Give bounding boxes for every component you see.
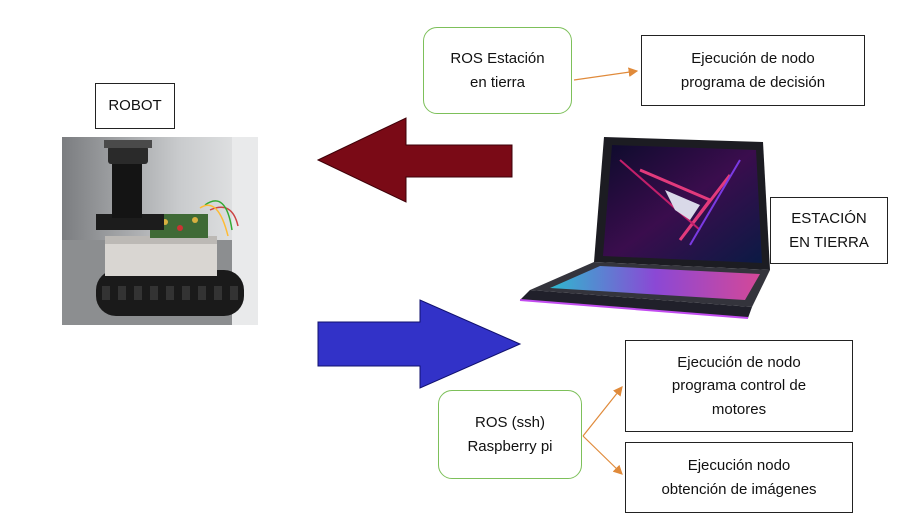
robot-photo xyxy=(62,137,258,325)
image-node-label: Ejecución nodo obtención de imágenes xyxy=(661,457,817,498)
connector-motors xyxy=(582,386,623,437)
ros-ssh-box: ROS (ssh) Raspberry pi xyxy=(438,390,582,479)
robot-label: ROBOT xyxy=(108,97,162,115)
ros-ground-station-label: ROS Estación en tierra xyxy=(450,50,545,91)
image-node-box: Ejecución nodo obtención de imágenes xyxy=(625,442,853,513)
left-arrow xyxy=(316,117,513,203)
connector-decision xyxy=(573,67,639,81)
ros-ground-station-box: ROS Estación en tierra xyxy=(423,27,572,114)
motor-node-label: Ejecución de nodo programa control de mo… xyxy=(671,354,807,418)
decision-node-box: Ejecución de nodo programa de decisión xyxy=(641,35,865,106)
ros-ssh-label: ROS (ssh) Raspberry pi xyxy=(467,414,553,455)
robot-label-box: ROBOT xyxy=(95,83,175,129)
right-arrow xyxy=(317,299,522,389)
decision-node-label: Ejecución de nodo programa de decisión xyxy=(680,50,826,91)
ground-station-label: ESTACIÓN EN TIERRA xyxy=(789,210,869,251)
motor-node-box: Ejecución de nodo programa control de mo… xyxy=(625,340,853,432)
laptop-image xyxy=(519,137,770,319)
connector-images xyxy=(582,435,623,475)
ground-station-label-box: ESTACIÓN EN TIERRA xyxy=(770,197,888,264)
